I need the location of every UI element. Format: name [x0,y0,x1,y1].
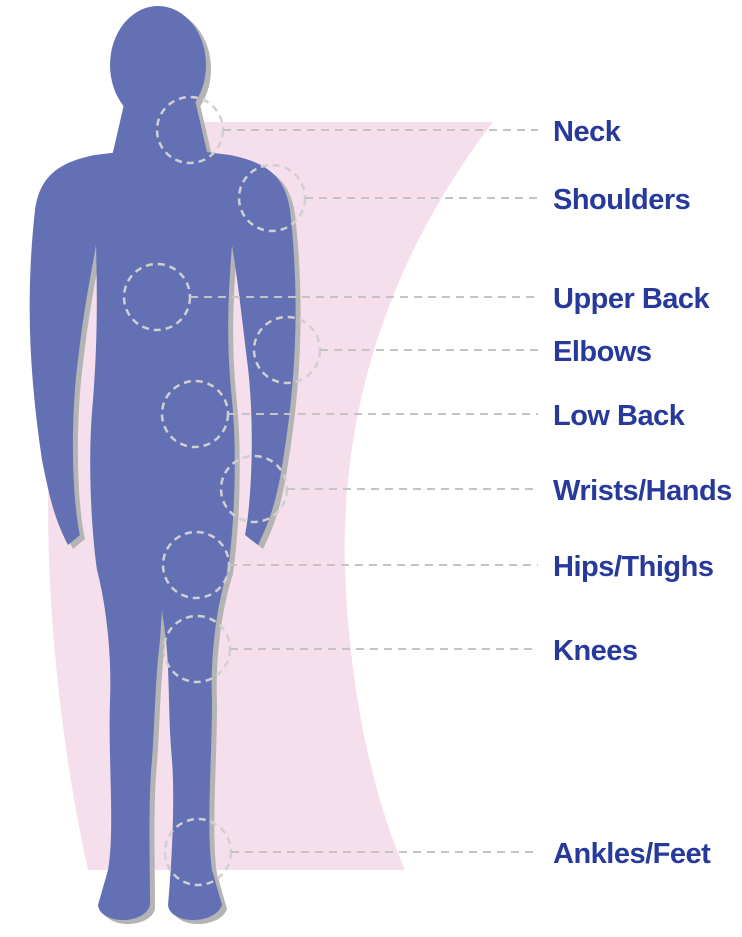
ankles-feet-label: Ankles/Feet [553,838,711,870]
wrists-hands-label: Wrists/Hands [553,475,732,507]
low-back-label: Low Back [553,400,686,432]
hips-thighs-label: Hips/Thighs [553,551,713,583]
elbows-label: Elbows [553,336,652,368]
shoulders-label: Shoulders [553,184,690,216]
upper-back-label: Upper Back [553,283,711,315]
neck-label: Neck [553,116,622,148]
knees-label: Knees [553,635,638,667]
